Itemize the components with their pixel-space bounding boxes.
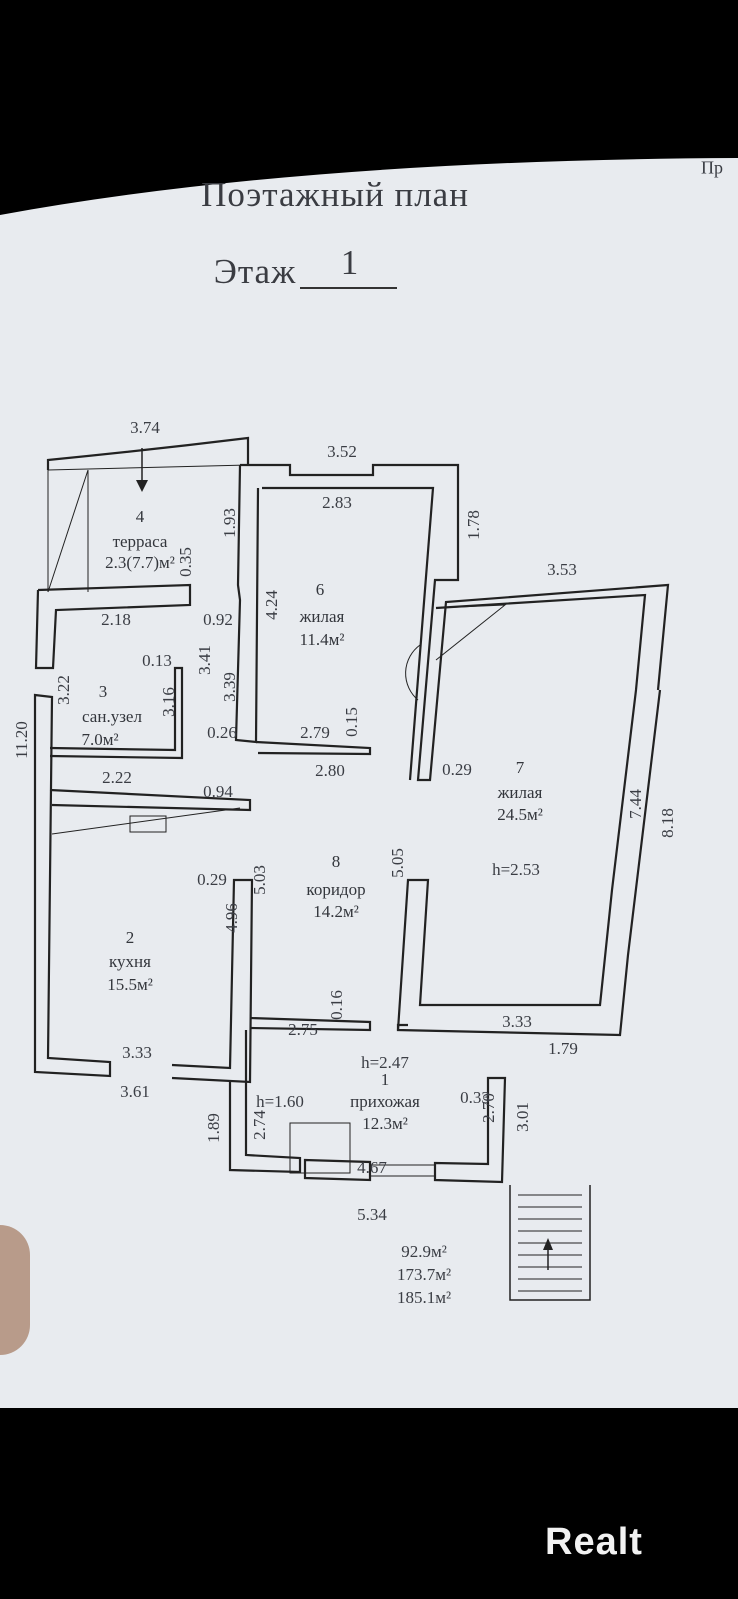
room-4-name: терраса — [112, 532, 168, 551]
paper-sheet — [0, 158, 738, 1408]
dimension-label: 2.74 — [250, 1110, 269, 1140]
room-3-name: сан.узел — [82, 707, 142, 726]
dimension-label: 3.33 — [502, 1012, 532, 1031]
dimension-label: 3.01 — [513, 1102, 532, 1132]
dimension-label: 2.79 — [300, 723, 330, 742]
dimension-label: 3.39 — [220, 672, 239, 702]
dimension-label: 0.29 — [197, 870, 227, 889]
room-2-name: кухня — [109, 952, 151, 971]
dimension-label: 0.35 — [176, 547, 195, 577]
total-area: 185.1м² — [396, 1288, 452, 1307]
dimension-label: 0.15 — [342, 707, 361, 737]
dimension-label: 1.79 — [548, 1039, 578, 1058]
dimension-label: 4.67 — [357, 1158, 387, 1177]
total-area: 92.9м² — [401, 1242, 447, 1261]
room-3-number: 3 — [98, 682, 108, 701]
room-1-name: прихожая — [350, 1092, 420, 1111]
dimension-label: 5.03 — [250, 865, 269, 895]
total-area: 173.7м² — [396, 1265, 452, 1284]
terrace-arrow-icon — [136, 480, 148, 492]
dimension-label: 3.52 — [327, 442, 357, 461]
room-4-area: 2.3(7.7)м² — [105, 553, 175, 572]
page-title: Поэтажный план — [201, 175, 469, 214]
room-7-name: жилая — [497, 783, 543, 802]
room-7-area: 24.5м² — [497, 805, 543, 824]
dimension-label: 11.20 — [12, 721, 31, 759]
floor-number: 1 — [340, 243, 360, 282]
dimension-label: 0.33 — [460, 1088, 490, 1107]
walls — [33, 436, 670, 1301]
header-partial-text: Пр — [701, 157, 723, 178]
dimension-label: 3.16 — [159, 687, 178, 717]
room-3-area: 7.0м² — [81, 730, 119, 749]
room-7-number: 7 — [515, 758, 525, 777]
dimension-label: 2.75 — [288, 1020, 318, 1039]
dimension-label: 3.22 — [54, 675, 73, 705]
dimension-label: 3.53 — [547, 560, 577, 579]
dimension-label: 7.44 — [626, 789, 645, 819]
dimension-label: 0.29 — [442, 760, 472, 779]
dimension-label: 1.93 — [220, 508, 239, 538]
room-2-area: 15.5м² — [107, 975, 153, 994]
stairs-arrow-icon — [543, 1238, 553, 1250]
dimension-label: 2.83 — [322, 493, 352, 512]
dimension-label: 2.80 — [315, 761, 345, 780]
room-6-name: жилая — [299, 607, 345, 626]
dimension-label: 0.94 — [203, 782, 233, 801]
dimension-label: 5.05 — [388, 848, 407, 878]
dimension-label: 0.26 — [207, 723, 237, 742]
room-6-area: 11.4м² — [299, 630, 345, 649]
room-2-number: 2 — [125, 928, 135, 947]
room-8-area: 14.2м² — [313, 902, 359, 921]
dimension-label: 3.61 — [120, 1082, 150, 1101]
dimension-label: 3.33 — [122, 1043, 152, 1062]
dimension-label: 5.34 — [357, 1205, 387, 1224]
dimension-label: 4.24 — [262, 590, 281, 620]
height-label: h=1.60 — [256, 1092, 304, 1111]
room-4-number: 4 — [135, 507, 145, 526]
dimension-label: 4.96 — [222, 903, 241, 933]
room-8-name: коридор — [306, 880, 366, 899]
dimension-label: 2.18 — [101, 610, 131, 629]
height-label: h=2.53 — [492, 860, 540, 879]
height-label: h=2.47 — [361, 1053, 409, 1072]
finger — [0, 1225, 30, 1355]
room-6-number: 6 — [315, 580, 325, 599]
dimension-label: 0.13 — [142, 651, 172, 670]
dimension-label: 2.22 — [102, 768, 132, 787]
dimension-label: 0.92 — [203, 610, 233, 629]
dimension-label: 1.78 — [464, 510, 483, 540]
floor-label: Этаж — [213, 252, 297, 291]
room-8-number: 8 — [331, 852, 341, 871]
room-1-area: 12.3м² — [362, 1114, 408, 1133]
dimension-label: 2.70 — [479, 1093, 498, 1123]
dimension-label: 8.18 — [658, 808, 677, 838]
dimension-label: 3.74 — [130, 418, 160, 437]
dimension-label: 3.41 — [195, 645, 214, 675]
realt-watermark-logo: Realt — [545, 1521, 643, 1563]
room-1-number: 1 — [380, 1070, 390, 1089]
dimension-label: 1.89 — [204, 1113, 223, 1143]
dimension-label: 0.16 — [327, 990, 346, 1020]
